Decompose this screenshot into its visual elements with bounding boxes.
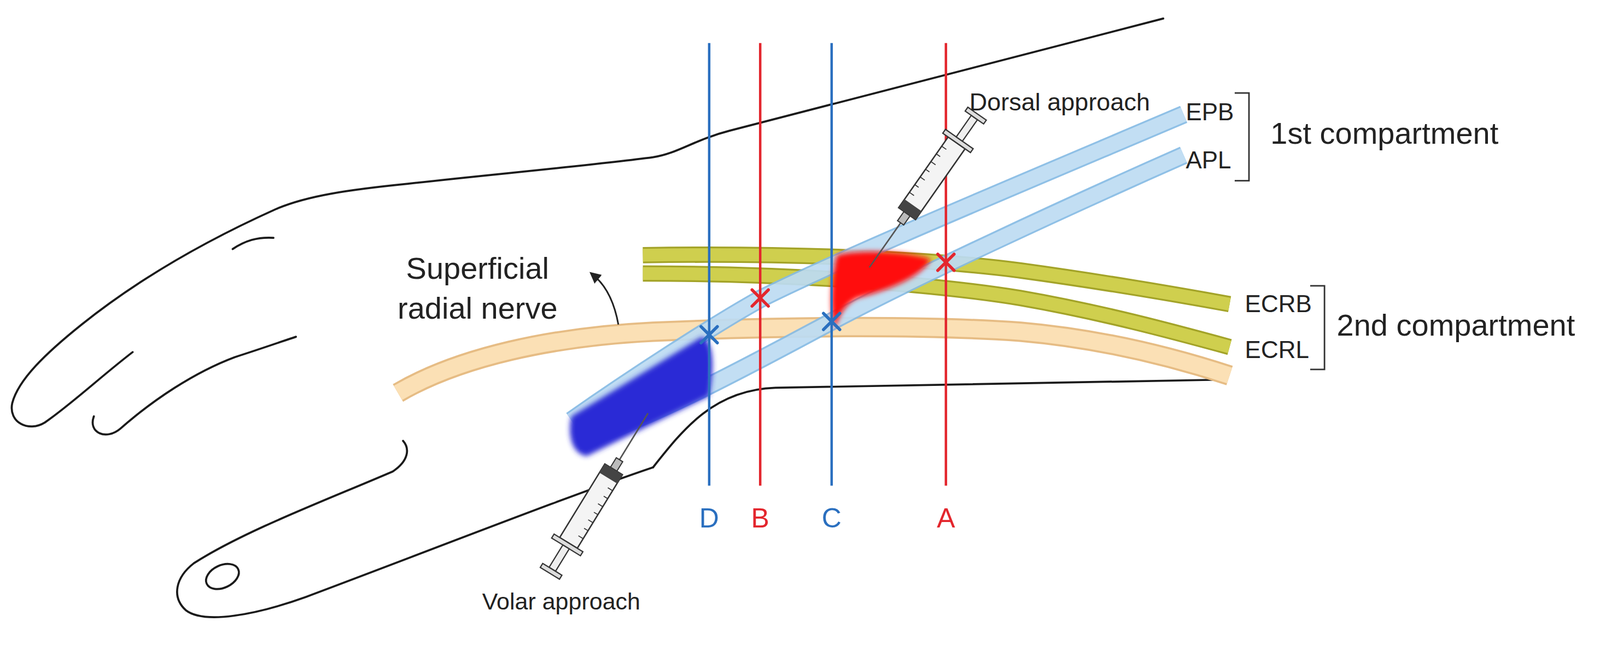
forearm-volar-edge: [652, 380, 1225, 468]
approach-label: Dorsal approach: [969, 85, 1150, 119]
section-line: [708, 43, 711, 487]
bracket: [1310, 285, 1325, 370]
middle-finger: [92, 336, 296, 435]
section-lines: [709, 43, 947, 487]
section-line: [758, 43, 762, 487]
tendon-label: ECRL: [1245, 334, 1310, 366]
section-letter: B: [751, 500, 770, 536]
volar-injectate: [569, 336, 713, 457]
forearm-dorsal-edge: [11, 18, 1164, 427]
approach-label: Volar approach: [482, 586, 641, 618]
thumb-nail: [201, 559, 243, 595]
section-letter: D: [699, 500, 720, 536]
dorsal-injectate: [831, 251, 931, 329]
cross-mark: [937, 254, 955, 271]
cross-mark: [823, 313, 840, 330]
section-line: [830, 43, 833, 487]
knuckle-crease: [232, 237, 274, 250]
hand-outline: [11, 18, 1225, 618]
compartment-label: 1st compartment: [1270, 113, 1499, 154]
tendon-label: ECRB: [1245, 288, 1312, 320]
nerve-label: Superficial radial nerve: [387, 248, 568, 329]
tendon-label: APL: [1185, 144, 1231, 176]
tendon-label: EPB: [1185, 96, 1234, 128]
bracket: [1234, 92, 1249, 181]
section-letter: C: [821, 500, 842, 536]
crossing-marks: [701, 254, 955, 343]
syringe-dorsal: [855, 103, 992, 278]
compartment-label: 2nd compartment: [1336, 305, 1576, 346]
section-letter: A: [936, 500, 955, 536]
syringe-volar: [535, 404, 663, 583]
cross-mark: [701, 326, 718, 343]
pointer-arrow: [593, 275, 619, 325]
cross-mark: [751, 289, 769, 307]
